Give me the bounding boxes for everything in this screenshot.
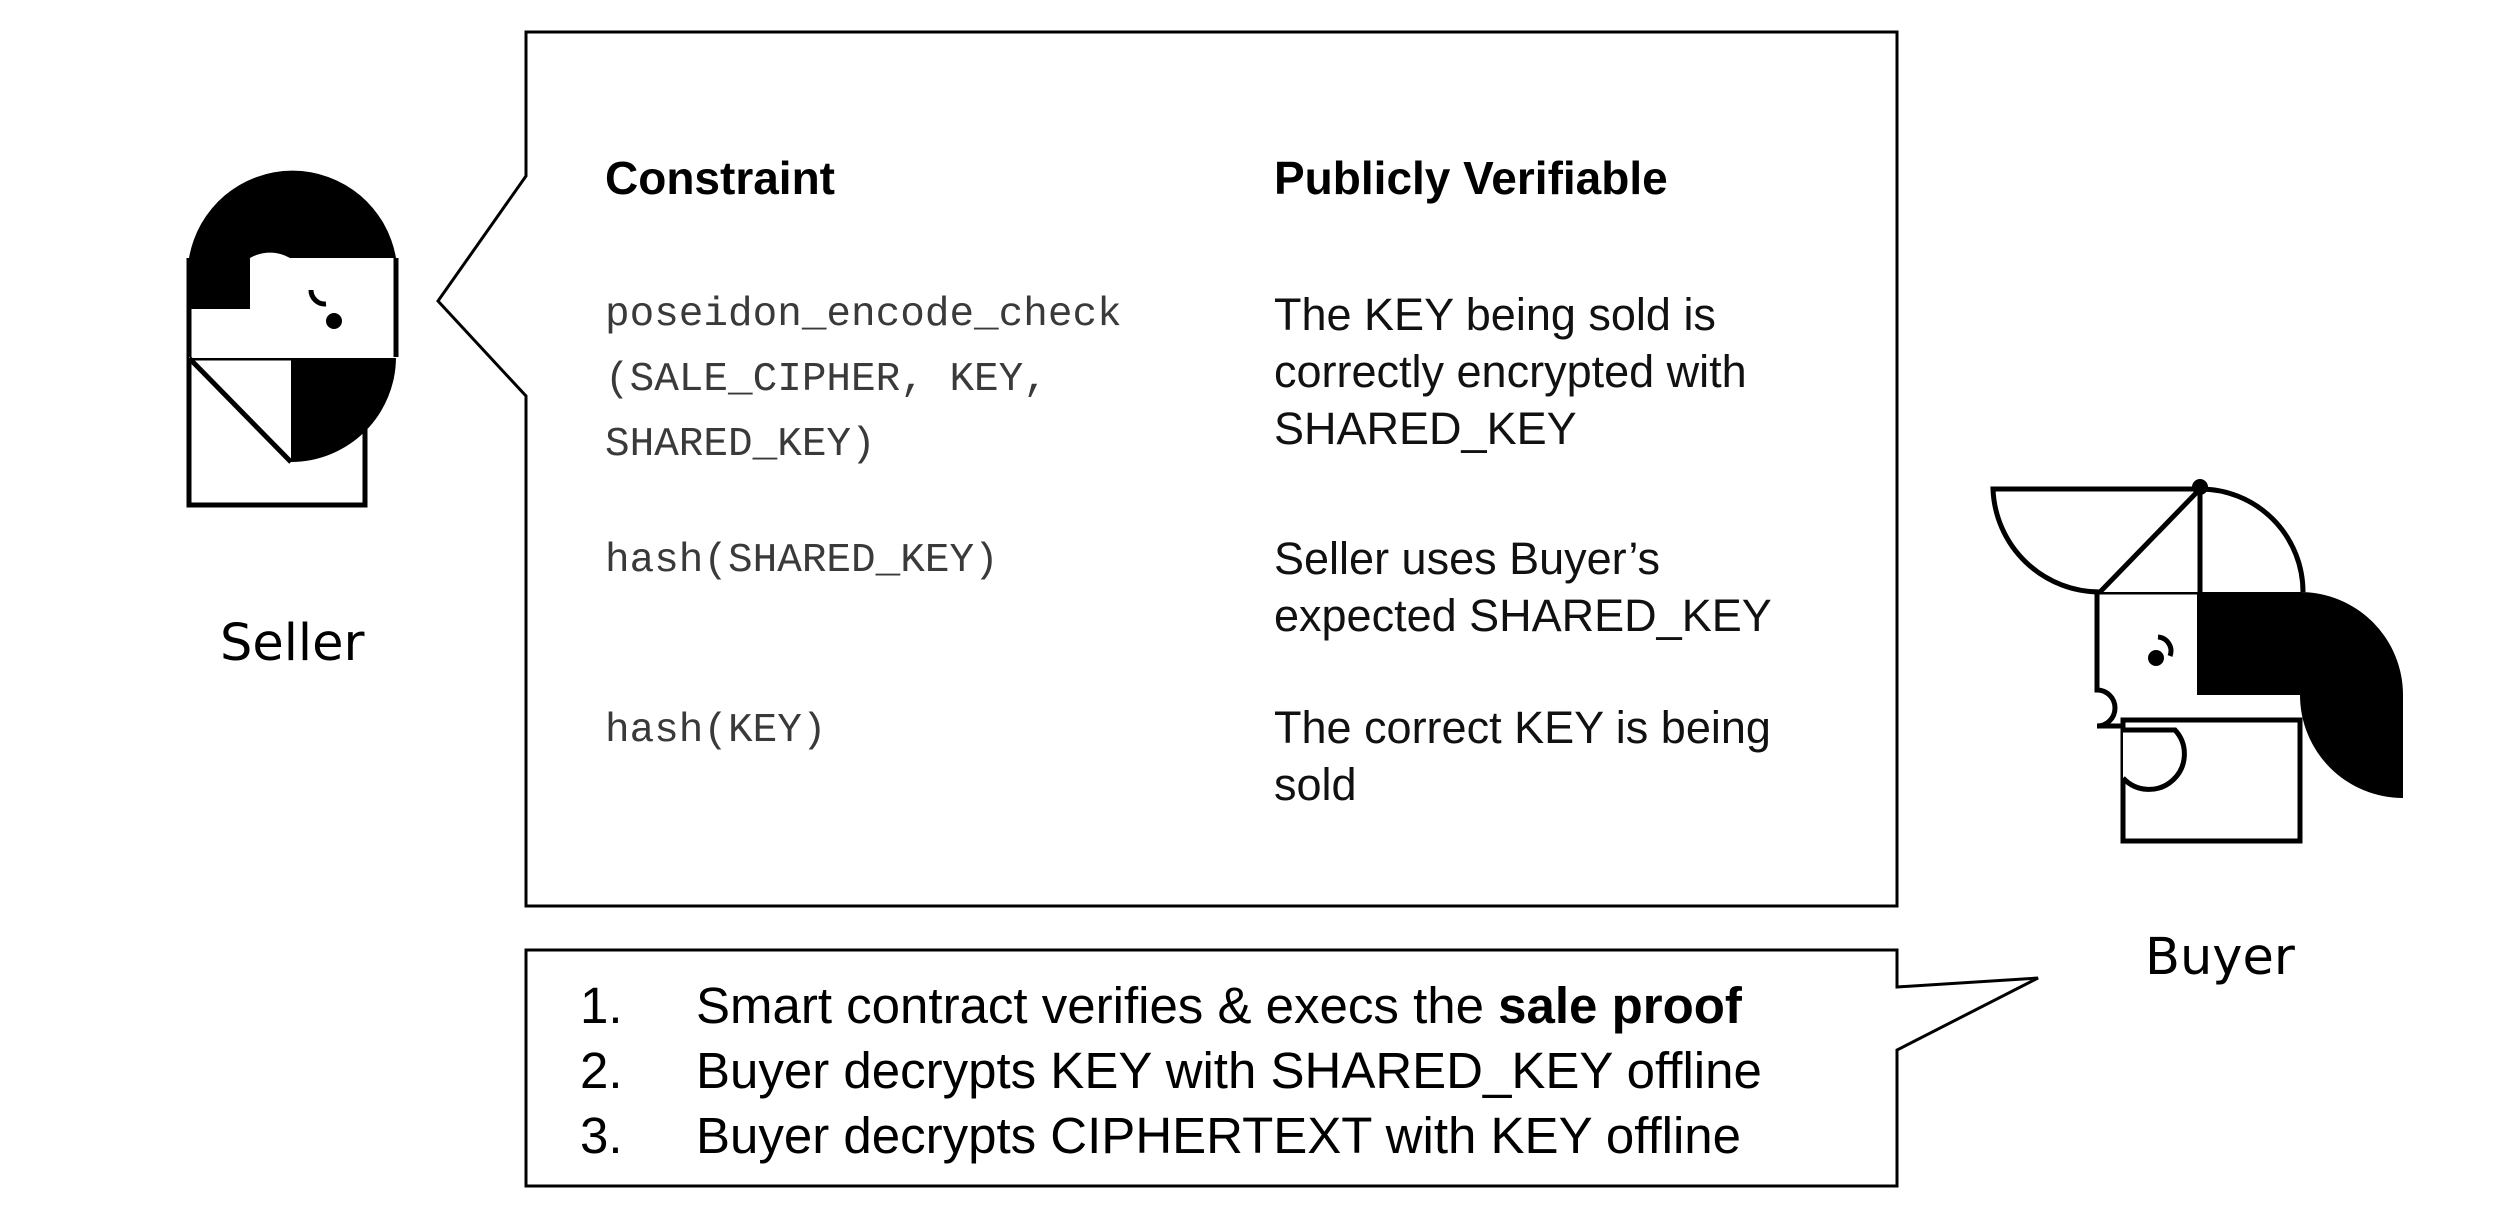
step-item: 3. Buyer decrypts CIPHERTEXT with KEY off…	[580, 1103, 1741, 1168]
step-text-emphasis: sale proof	[1498, 977, 1742, 1034]
step-text: Buyer decrypts KEY with SHARED_KEY offli…	[696, 1042, 1762, 1099]
step-text: Smart contract verifies & execs the	[696, 977, 1499, 1034]
seller-speech-bubble	[436, 30, 1899, 908]
buyer-avatar-icon	[1990, 479, 2403, 844]
step-number: 2.	[580, 1042, 623, 1099]
buyer-label: Buyer	[2145, 928, 2295, 987]
verifiable-cell: The KEY being sold is correctly encrypte…	[1274, 289, 1747, 454]
verifiable-cell: Seller uses Buyer’s expected SHARED_KEY	[1274, 533, 1772, 641]
constraint-cell: poseidon_encode_check (SALE_CIPHER, KEY,…	[605, 292, 1122, 468]
step-text: Buyer decrypts CIPHERTEXT with KEY offli…	[696, 1107, 1742, 1164]
step-item: 2. Buyer decrypts KEY with SHARED_KEY off…	[580, 1038, 1762, 1103]
buyer-speech-bubble	[524, 948, 2039, 1188]
verifiable-cell: The correct KEY is being sold	[1274, 702, 1771, 810]
step-item: 1. Smart contract verifies & execs the sa…	[580, 973, 1742, 1038]
seller-avatar-icon	[186, 170, 399, 508]
step-number: 1.	[580, 977, 623, 1034]
constraint-cell: hash(SHARED_KEY)	[605, 538, 999, 584]
verifiable-column-header: Publicly Verifiable	[1274, 152, 1668, 204]
step-number: 3.	[580, 1107, 623, 1164]
seller-label: Seller	[220, 614, 365, 673]
constraint-cell: hash(KEY)	[605, 708, 827, 754]
constraint-column-header: Constraint	[605, 152, 835, 204]
